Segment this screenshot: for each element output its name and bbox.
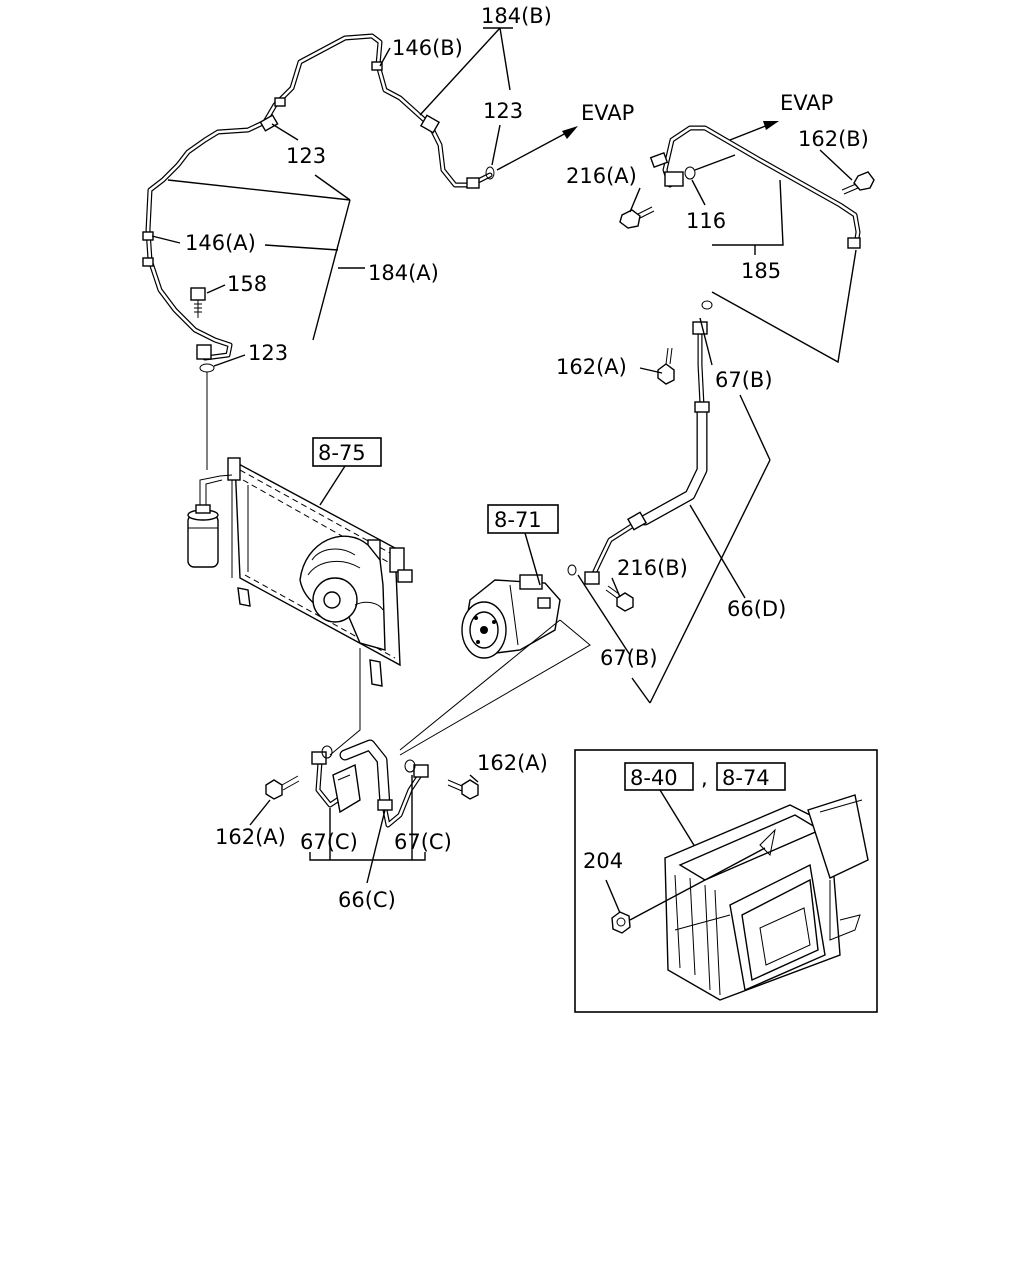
bolt-162a-left — [265, 775, 300, 800]
ref-box-8-74 — [716, 762, 786, 791]
pipe-185 — [649, 125, 861, 249]
label-204: 204 — [583, 849, 623, 873]
leaders-top-left — [151, 27, 513, 470]
nut-204 — [611, 911, 631, 934]
o-ring-123-top — [485, 166, 495, 180]
label-185: 185 — [741, 259, 781, 283]
ref-box-8-40 — [624, 762, 694, 791]
label-evap-2: EVAP — [780, 91, 833, 115]
label-158: 158 — [227, 272, 267, 296]
o-ring-67b-upper — [701, 300, 713, 310]
pipe-184b-146b — [142, 33, 493, 361]
bolt-216a — [619, 206, 655, 229]
label-66c: 66(C) — [338, 888, 396, 912]
condenser — [227, 457, 413, 687]
receiver-drier — [187, 474, 233, 568]
label-216a: 216(A) — [566, 164, 637, 188]
bolt-162a-mid — [657, 347, 675, 385]
label-146a: 146(A) — [185, 231, 256, 255]
bolt-162b — [841, 171, 875, 195]
label-116: 116 — [686, 209, 726, 233]
o-ring-67c-right — [404, 759, 416, 773]
o-ring-116 — [684, 166, 696, 180]
ref-8-75: 8-75 — [318, 441, 366, 465]
evap-arrow-1 — [496, 126, 578, 171]
o-ring-67c-left — [321, 745, 333, 759]
leaders-right-mid — [577, 317, 771, 704]
o-ring-67b-lower — [567, 564, 577, 576]
label-184b: 184(B) — [481, 4, 552, 28]
ref-box-8-75 — [312, 437, 382, 467]
evaporator-unit — [664, 794, 869, 1001]
label-162a-left: 162(A) — [215, 825, 286, 849]
evap-arrow-2 — [729, 121, 779, 141]
label-comma: , — [701, 766, 708, 790]
label-67c-left: 67(C) — [300, 830, 358, 854]
label-162a-right: 162(A) — [477, 751, 548, 775]
ref-8-40: 8-40 — [630, 766, 678, 790]
label-216b: 216(B) — [617, 556, 688, 580]
hose-66c — [311, 619, 591, 828]
hose-66d — [584, 321, 710, 585]
bolt-162a-right — [447, 779, 479, 800]
label-146b: 146(B) — [392, 36, 463, 60]
bolt-158 — [190, 287, 206, 318]
ref-box-8-71 — [487, 504, 559, 534]
label-123-upper: 123 — [286, 144, 326, 168]
ref-8-71: 8-71 — [494, 508, 542, 532]
compressor — [461, 574, 561, 659]
ref-8-74: 8-74 — [722, 766, 770, 790]
label-evap-1: EVAP — [581, 101, 634, 125]
label-123-lower: 123 — [248, 341, 288, 365]
bolt-216b — [605, 585, 634, 612]
label-67b-upper: 67(B) — [715, 368, 773, 392]
label-162a-mid: 162(A) — [556, 355, 627, 379]
label-66d: 66(D) — [727, 597, 786, 621]
o-ring-123-lower — [199, 363, 215, 373]
label-162b: 162(B) — [798, 127, 869, 151]
leaders-bottom — [249, 774, 479, 884]
label-123-top: 123 — [483, 99, 523, 123]
label-67c-right: 67(C) — [394, 830, 452, 854]
label-184a: 184(A) — [368, 261, 439, 285]
leaders-top-right — [629, 149, 857, 364]
label-67b-lower: 67(B) — [600, 646, 658, 670]
